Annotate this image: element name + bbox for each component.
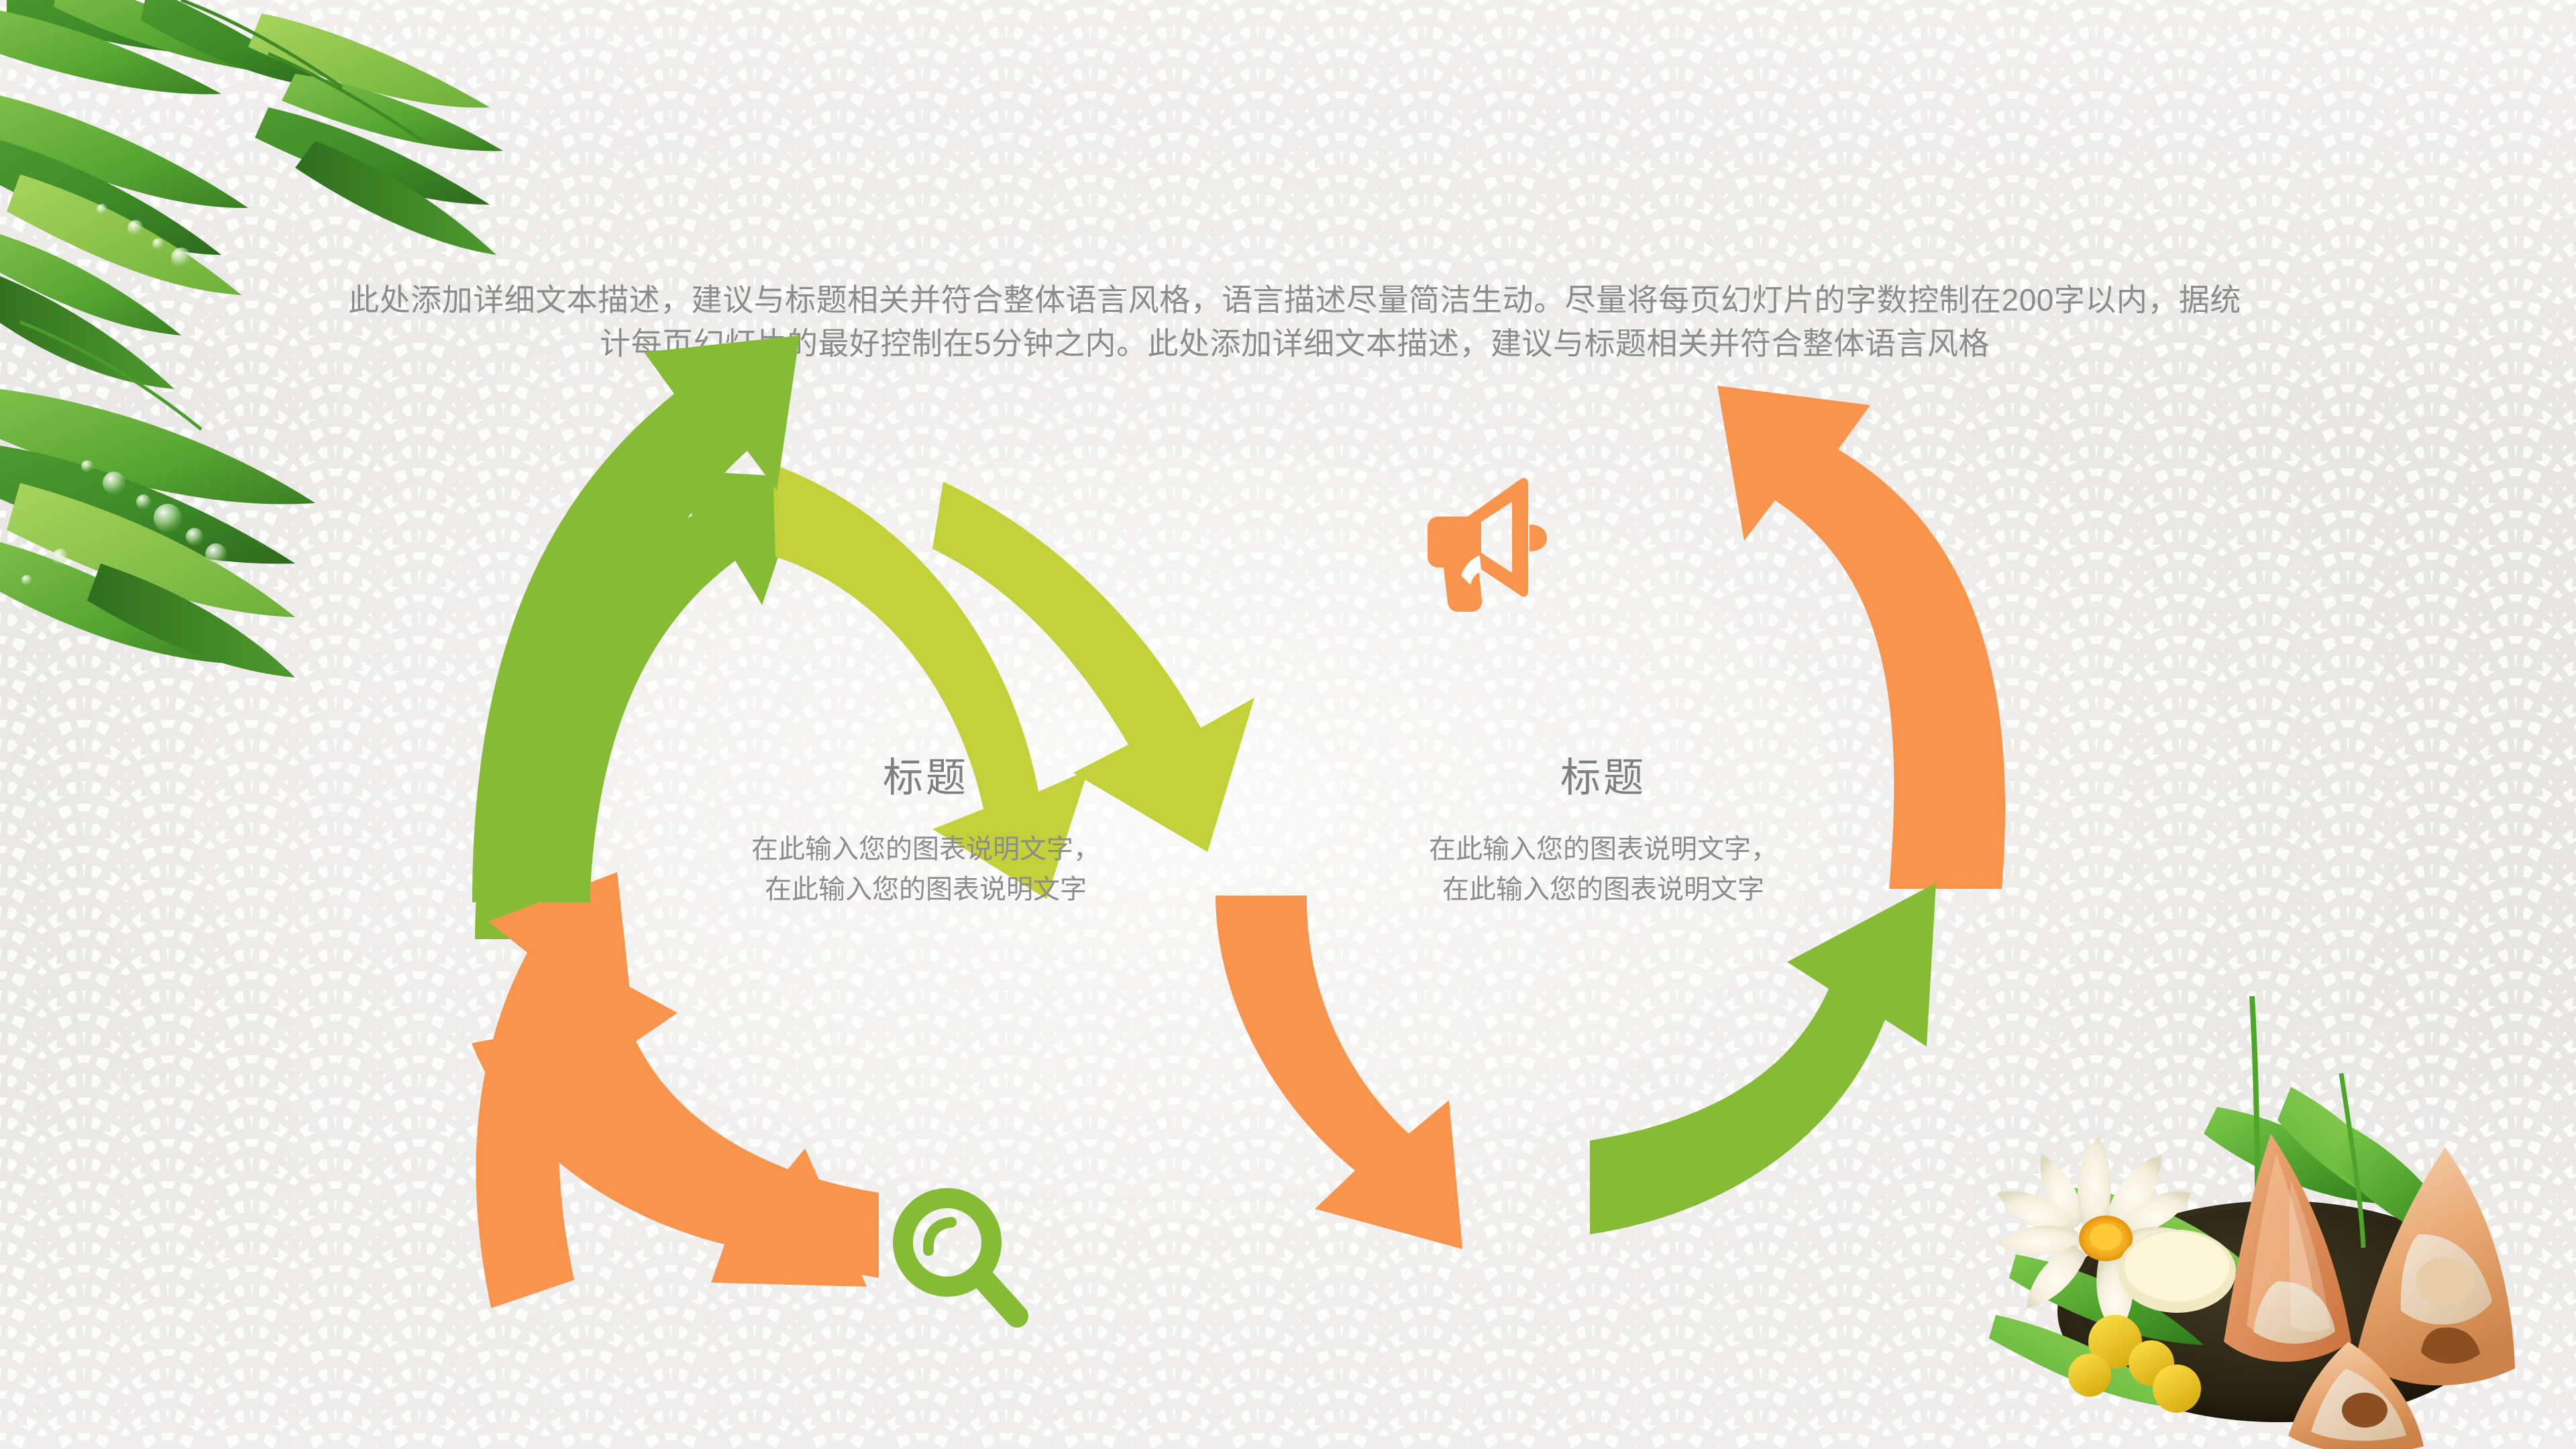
right-cycle-title: 标题 [1560,755,1646,800]
left-cycle-label-block: 标题 在此输入您的图表说明文字， 在此输入您的图表说明文字 [657,758,1194,910]
left-cycle-body: 在此输入您的图表说明文字， 在此输入您的图表说明文字 [751,835,1100,904]
arrow-orange-down-center[interactable] [1216,896,1462,1249]
right-cycle-body: 在此输入您的图表说明文字， 在此输入您的图表说明文字 [1429,835,1778,904]
arrow-lime-down-right[interactable] [932,482,1254,852]
magnifier-lens-icon [893,1188,1002,1297]
arrow-green-up-left[interactable] [472,335,800,902]
megaphone-side-knob-icon [1529,525,1547,551]
arrow-orange-up-right[interactable] [1717,386,2006,889]
magnifier-icon-group [893,1188,1028,1328]
megaphone-icon [1428,478,1528,612]
arrow-down-right-lime[interactable] [773,464,1088,899]
left-cycle-title: 标题 [883,755,969,800]
arrow-green-up-right[interactable] [1590,883,1936,1234]
magnifier-handle-icon [968,1263,1028,1328]
megaphone-inner-cut-icon [1461,555,1481,585]
magnifier-glare-icon [922,1217,957,1256]
arrow-orange-up-left-main[interactable] [530,932,879,1278]
header-description-text: 此处添加详细文本描述，建议与标题相关并符合整体语言风格，语言描述尽量简洁生动。尽… [348,282,2241,362]
megaphone-icon-group [1428,478,1547,612]
right-cycle-label-block: 标题 在此输入您的图表说明文字， 在此输入您的图表说明文字 [1335,758,1872,910]
